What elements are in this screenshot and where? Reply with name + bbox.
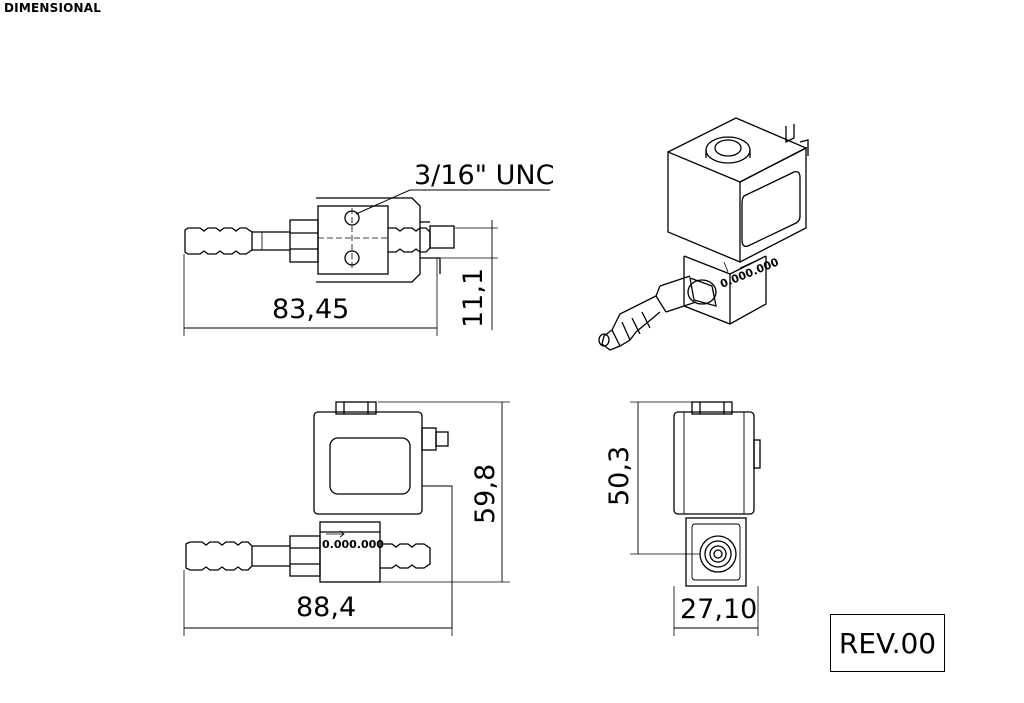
dim-top-length: 83,45 bbox=[272, 294, 349, 325]
dim-side-width: 27,10 bbox=[680, 594, 757, 625]
side-view bbox=[630, 401, 761, 636]
isometric-view bbox=[598, 117, 809, 351]
body-marking: 0.000.000 bbox=[322, 538, 384, 551]
thread-label: 3/16" UNC bbox=[414, 160, 554, 191]
front-view bbox=[183, 401, 510, 636]
drawing-header: DIMENSIONAL bbox=[4, 1, 102, 15]
dim-front-length: 88,4 bbox=[296, 592, 356, 623]
top-view bbox=[183, 189, 550, 336]
dim-front-height: 59,8 bbox=[470, 464, 501, 524]
revision-box: REV.00 bbox=[830, 614, 945, 672]
dim-top-height: 11,1 bbox=[458, 268, 489, 328]
dim-side-height: 50,3 bbox=[604, 446, 635, 506]
